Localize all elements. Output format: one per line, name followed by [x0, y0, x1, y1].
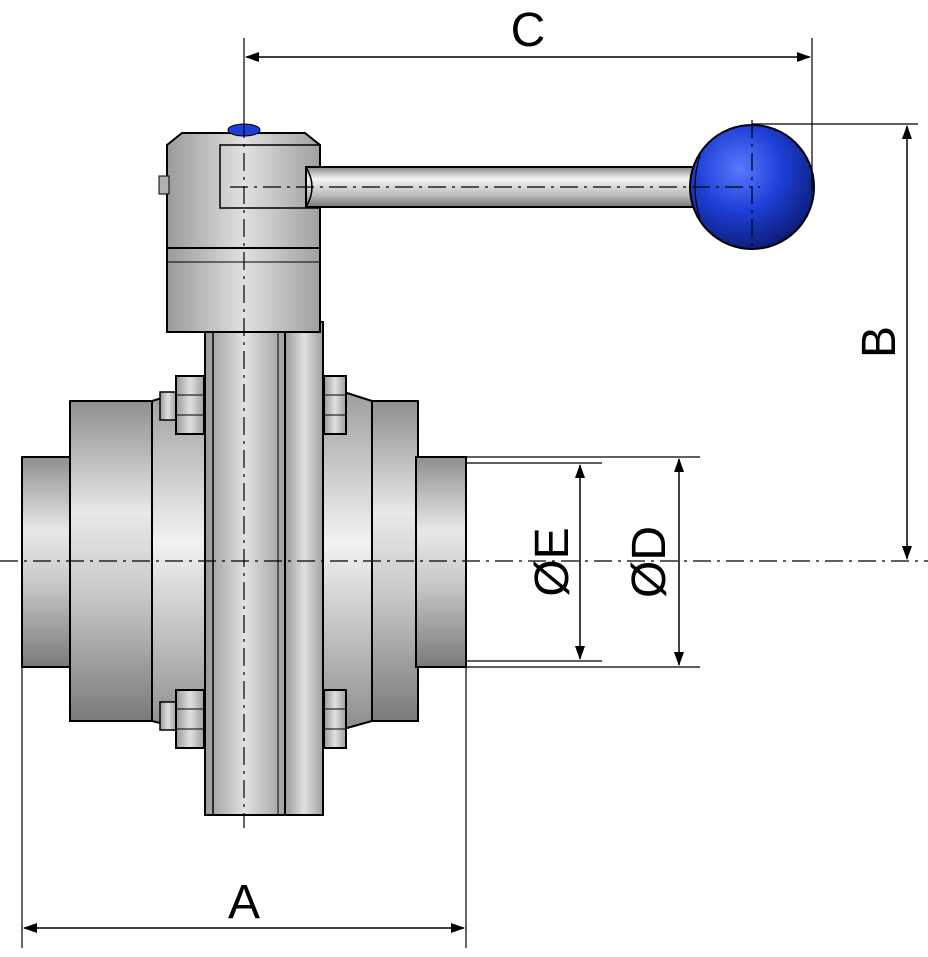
extension-lines	[21, 38, 918, 948]
bolt-top-right	[323, 375, 347, 435]
bolt-bottom-left	[159, 689, 205, 749]
dimension-c-label: C	[511, 4, 546, 57]
center-housing	[204, 311, 324, 816]
handle-head-top	[158, 123, 321, 249]
dimension-a-label: A	[228, 876, 260, 929]
bolt-bottom-right	[323, 689, 347, 749]
dimension-d-label: ØD	[623, 526, 676, 598]
left-flange-cone	[151, 383, 206, 737]
dimension-b-label: B	[853, 326, 906, 358]
bolt-top-left	[159, 375, 205, 435]
right-pipe-stub	[415, 456, 467, 668]
left-pipe-stub	[21, 456, 73, 668]
centerlines	[0, 120, 928, 828]
dimension-e-label: ØE	[526, 527, 579, 596]
right-flange-cone	[321, 383, 373, 737]
